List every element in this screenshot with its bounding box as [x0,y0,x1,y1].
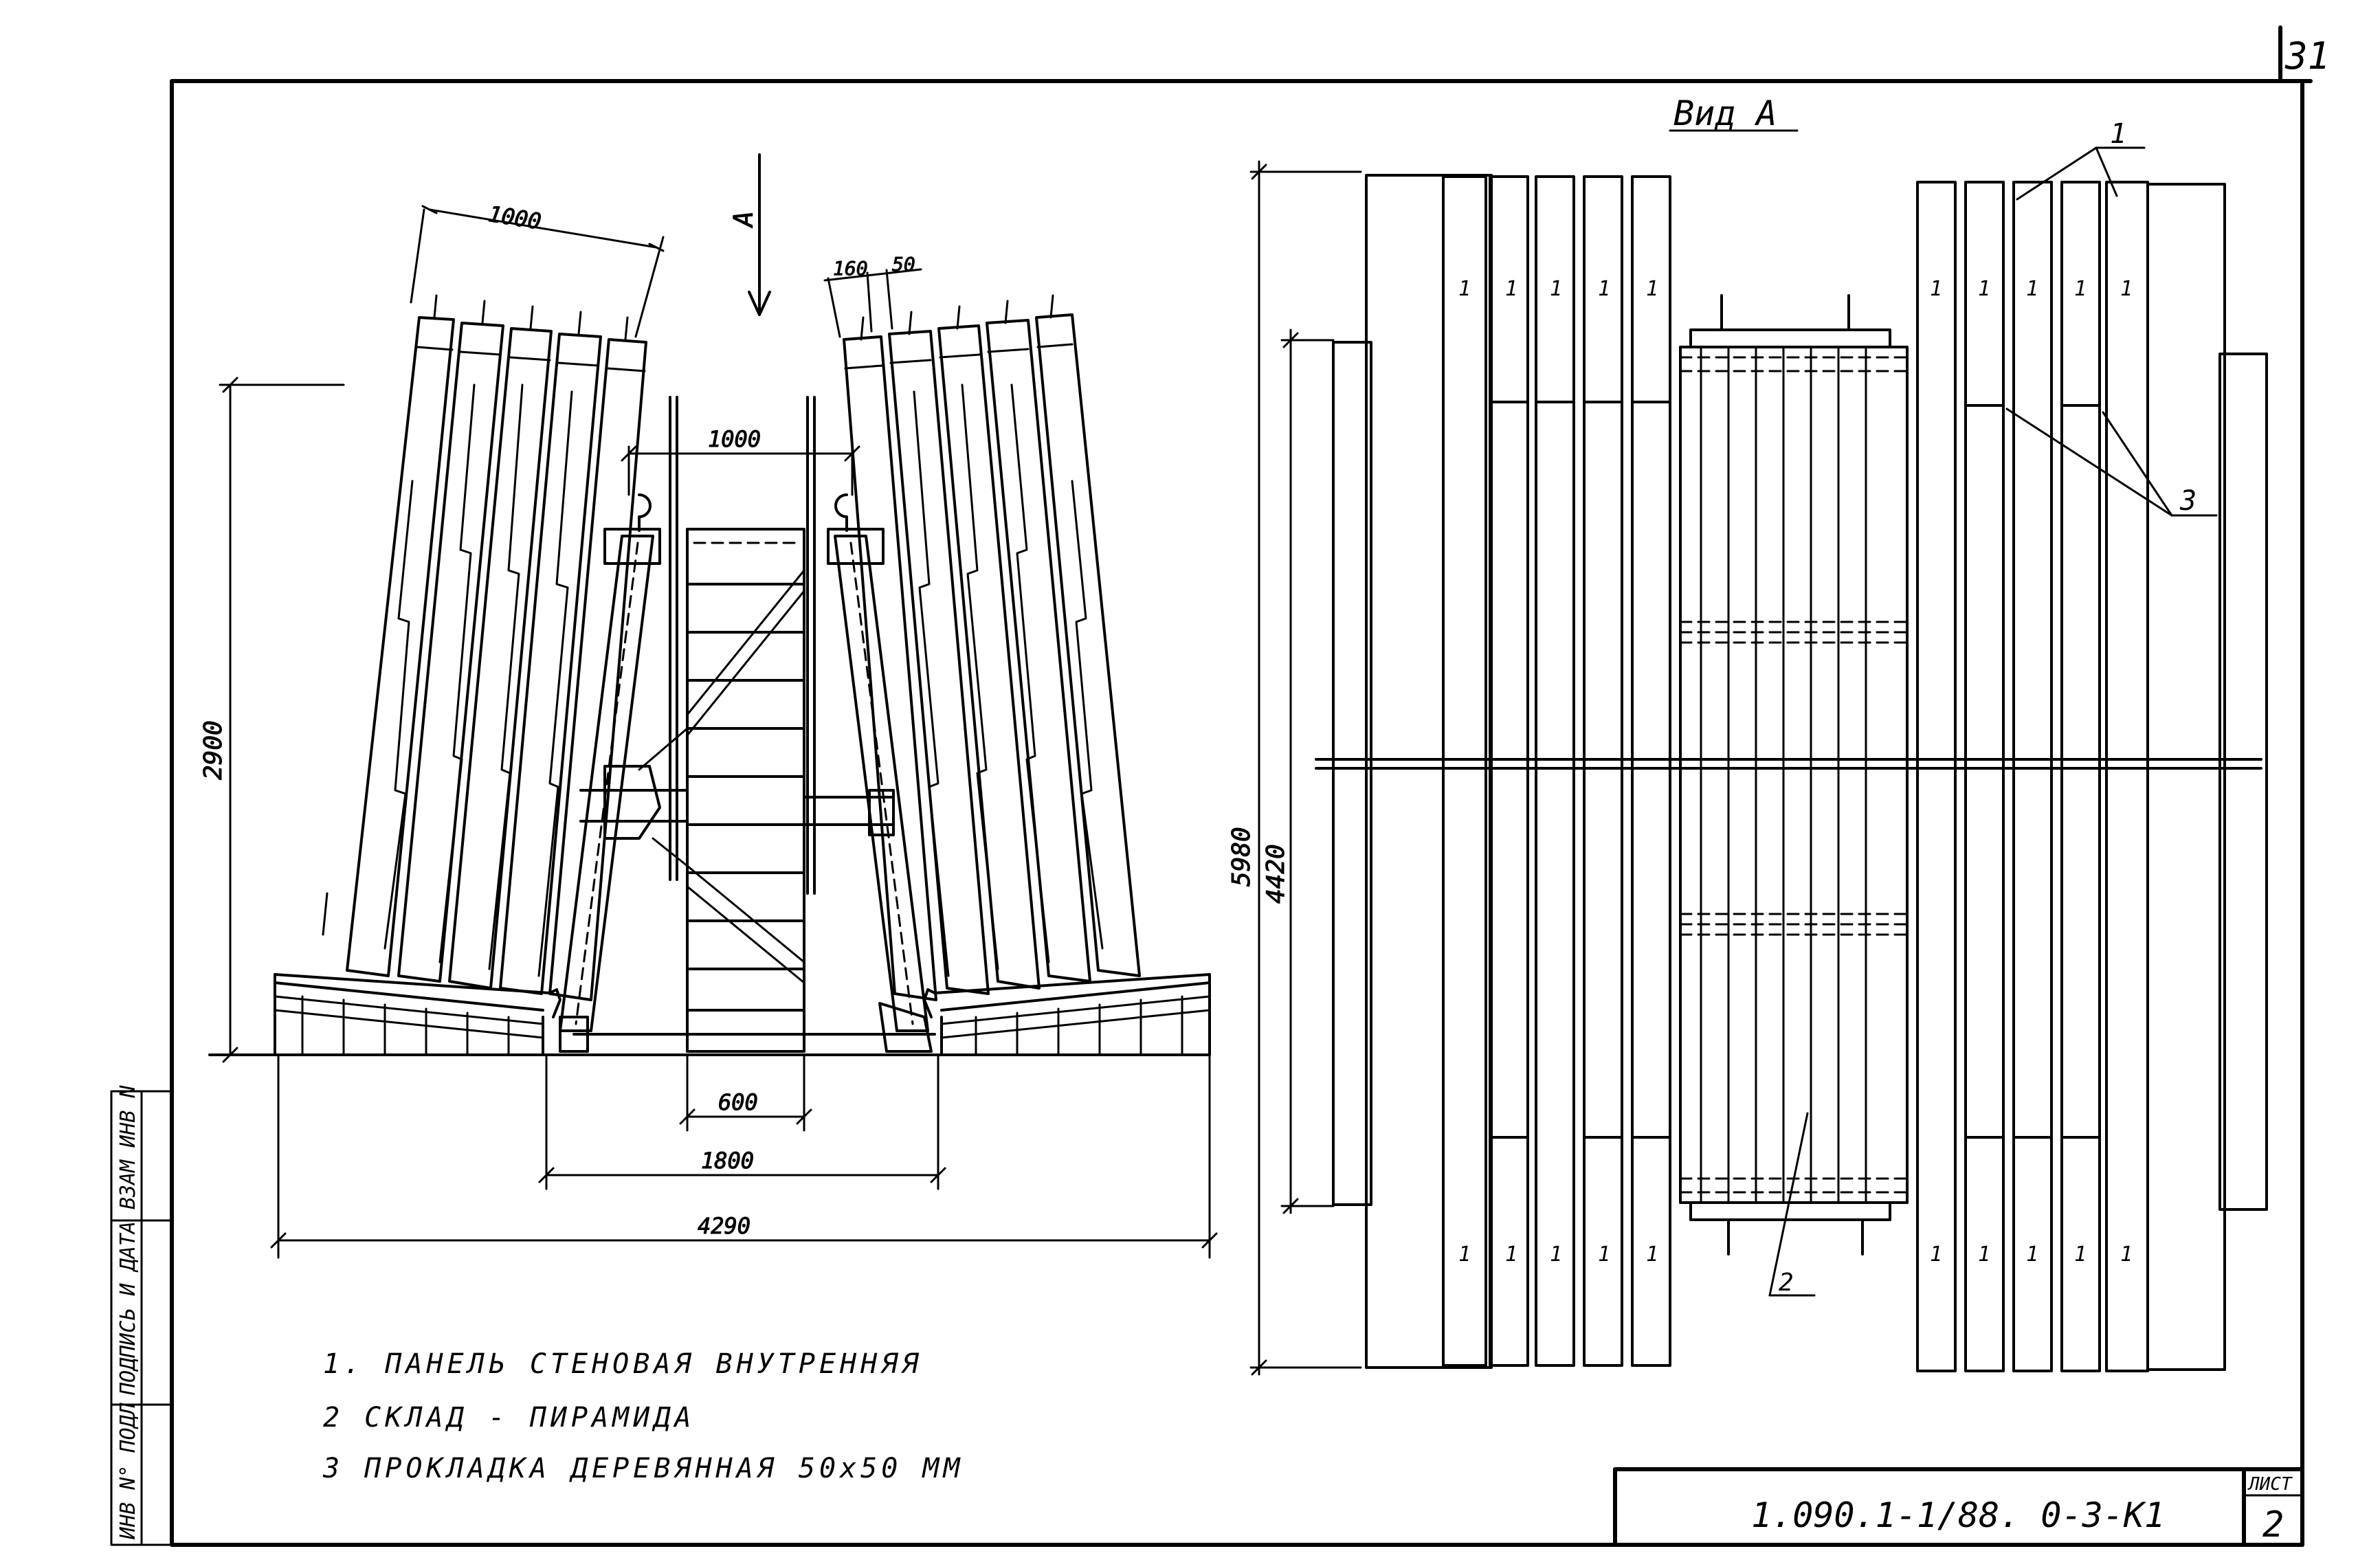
panel-mark: 1 [2120,277,2133,301]
dim-base-4290-label: 4290 [698,1213,750,1239]
dim-base-1800-label: 1800 [701,1148,754,1174]
callout-spacer: 3 [2179,485,2197,517]
section-arrow-label: А [729,211,759,228]
panel-mark: 1 [1978,1242,1990,1267]
stamp-signature-date: ПОДПИСЬ И ДАТА [116,1221,140,1396]
dim-gap-left-label: 160 [833,257,868,280]
side-stamp [110,1090,173,1546]
callout-panel: 1 [2110,118,2126,150]
panel-mark: 1 [1550,277,1562,301]
dim-plan-4420-label: 4420 [1262,844,1290,904]
dim-plan-5980 [1249,160,1362,1376]
right-pallet [923,973,1211,1056]
dim-base-1800 [538,1053,946,1190]
panel-mark: 1 [2026,277,2038,301]
sheet-corner-number: 31 [2284,34,2330,78]
panel-mark: 1 [2074,1242,2087,1267]
plan-pyramid [1679,294,1909,1256]
dim-panel-gap [823,268,922,338]
dim-panel-pitch [410,205,665,338]
callout-leaders [1768,146,2218,1297]
panel-mark: 1 [1598,277,1610,301]
plan-break-line [1315,758,2262,770]
dim-frame-top-label: 1000 [708,426,761,452]
panel-mark: 1 [2074,277,2087,301]
callout-pyramid: 2 [1779,1269,1794,1297]
sheet-label: ЛИСТ [2247,1474,2293,1495]
dim-plan-4420 [1280,328,1335,1214]
legend-item-pyramid: 2 СКЛАД - ПИРАМИДА [323,1402,695,1433]
legend-item-panel: 1. ПАНЕЛЬ СТЕНОВАЯ ВНУТРЕННЯЯ [323,1348,922,1380]
stamp-original-inv: ИНВ N° ПОДЛ [116,1402,140,1540]
legend-item-spacer: 3 ПРОКЛАДКА ДЕРЕВЯННАЯ 50x50 ММ [322,1453,964,1484]
left-panel-stack [322,294,647,1001]
panel-mark: 1 [1930,277,1942,301]
panel-mark: 1 [1458,277,1471,301]
panel-mark: 1 [1550,1242,1562,1267]
left-pallet [274,973,561,1056]
plan-left-panels [1332,174,1671,1369]
view-label: Вид А [1673,93,1777,133]
panel-mark: 1 [2026,1242,2038,1267]
dim-plan-5980-label: 5980 [1227,827,1256,886]
central-frame [559,396,936,1056]
right-panel-stack [843,294,1141,1001]
panel-mark: 1 [1646,277,1658,301]
elevation-view: 1000 160 50 А 1000 [199,153,1218,1259]
dim-base-600 [679,1053,812,1132]
legend: 1. ПАНЕЛЬ СТЕНОВАЯ ВНУТРЕННЯЯ 2 СКЛАД - … [322,1348,964,1484]
panel-mark: 1 [2120,1242,2133,1267]
sheet-frame [170,25,2313,1547]
panel-mark: 1 [1930,1242,1942,1267]
title-block [1613,1467,2304,1547]
dim-panel-pitch-label: 1000 [487,201,543,235]
plan-right-panels [1916,181,2268,1372]
stamp-replacement-inv: ВЗАМ ИНВ N [116,1084,140,1209]
panel-mark: 1 [1458,1242,1471,1267]
dim-gap-right-label: 50 [892,253,915,276]
section-arrow [748,153,771,316]
plan-spacers [1490,401,2101,1139]
dim-frame-top [621,445,860,496]
plan-view: 5980 4420 [1227,160,2268,1376]
panel-mark: 1 [1598,1242,1610,1267]
dim-base-4290 [270,1053,1218,1259]
sheet-number: 2 [2262,1504,2284,1546]
panel-mark: 1 [1505,277,1517,301]
panel-mark: 1 [1505,1242,1517,1267]
dim-base-600-label: 600 [718,1089,758,1115]
panel-mark: 1 [1646,1242,1658,1267]
dim-height-2900 [219,377,345,1063]
panel-mark: 1 [1978,277,1990,301]
panel-marks: 1 1 1 1 1 1 1 1 1 1 1 1 1 1 1 1 1 1 1 1 [1458,277,2133,1267]
dim-height-2900-label: 2900 [199,720,227,780]
drawing-code: 1.090.1-1/88. 0-3-К1 [1751,1495,2165,1535]
